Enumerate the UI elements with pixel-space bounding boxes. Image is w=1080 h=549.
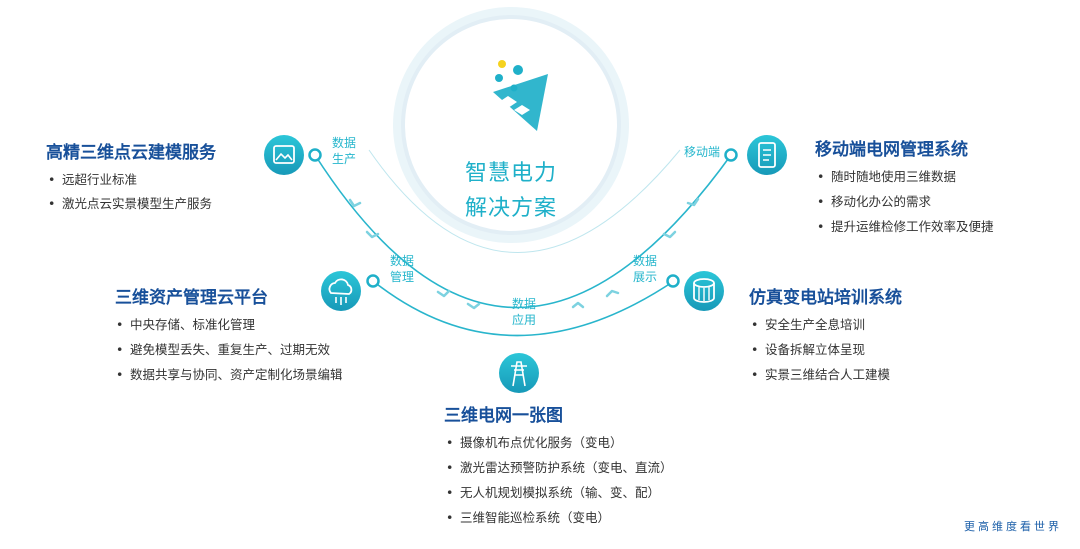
training-title: 仿真变电站培训系统 [749, 287, 902, 308]
stage-label-application-2: 应用 [512, 312, 536, 327]
brand-logo-icon [493, 60, 548, 131]
cloud-server-icon [321, 271, 361, 311]
bullet-marker: • [446, 485, 453, 500]
bullet-marker: • [751, 317, 758, 332]
mobile-system-bullet-2: 移动化办公的需求 [831, 194, 932, 209]
bullet-marker: • [446, 435, 453, 450]
mobile-document-icon [747, 135, 787, 175]
bullet-marker: • [116, 317, 123, 332]
point-cloud-title: 高精三维点云建模服务 [46, 142, 217, 163]
bullet-marker: • [116, 342, 123, 357]
inner-arc [372, 280, 675, 337]
mobile-system-title: 移动端电网管理系统 [815, 139, 968, 160]
substation-cylinder-icon [684, 271, 724, 311]
stage-label-display-2: 展示 [633, 270, 657, 284]
bullet-marker: • [817, 169, 824, 184]
point-cloud-bullet-2: 激光点云实景模型生产服务 [62, 196, 212, 211]
asset-cloud-bullet-3: 数据共享与协同、资产定制化场景编辑 [130, 367, 343, 382]
asset-cloud-title: 三维资产管理云平台 [115, 287, 268, 308]
terrain-map-icon [264, 135, 304, 175]
arc-nodes [308, 148, 738, 288]
center-title-line1: 智慧电力 [465, 161, 557, 186]
stage-label-application-1: 数据 [512, 296, 536, 311]
training-bullet-2: 设备拆解立体呈现 [765, 342, 865, 357]
mobile-system-bullet-3: 提升运维检修工作效率及便捷 [831, 219, 994, 234]
center-title-line2: 解决方案 [465, 196, 557, 221]
bullet-marker: • [446, 460, 453, 475]
grid-map-bullet-3: 无人机规划模拟系统（输、变、配） [460, 485, 660, 500]
bullet-marker: • [751, 342, 758, 357]
stage-label-display-1: 数据 [633, 253, 657, 268]
outer-arc [314, 154, 732, 309]
grid-map-title: 三维电网一张图 [444, 405, 563, 426]
training-bullet-1: 安全生产全息培训 [765, 317, 865, 332]
center-circle [393, 7, 629, 243]
grid-map-bullet-4: 三维智能巡检系统（变电） [460, 510, 610, 525]
bullet-marker: • [48, 196, 55, 211]
bullet-marker: • [817, 219, 824, 234]
bullet-marker: • [751, 367, 758, 382]
asset-cloud-bullet-2: 避免模型丢失、重复生产、过期无效 [130, 342, 331, 357]
training-bullet-3: 实景三维结合人工建模 [765, 367, 891, 382]
bullet-marker: • [446, 510, 453, 525]
grid-map-bullet-2: 激光雷达预警防护系统（变电、直流） [460, 460, 673, 475]
bullet-marker: • [48, 172, 55, 187]
power-tower-icon [499, 353, 539, 393]
stage-label-management-1: 数据 [390, 253, 414, 268]
stage-label-management-2: 管理 [390, 269, 414, 284]
point-cloud-bullet-1: 远超行业标准 [62, 172, 137, 187]
flow-chevrons [348, 197, 700, 310]
stage-label-production-1: 数据 [332, 135, 356, 150]
grid-map-bullet-1: 摄像机布点优化服务（变电） [460, 435, 623, 450]
mid-arc [368, 149, 681, 253]
asset-cloud-bullet-1: 中央存储、标准化管理 [130, 317, 256, 332]
stage-label-mobile: 移动端 [684, 145, 720, 159]
mobile-system-bullet-1: 随时随地使用三维数据 [831, 169, 956, 184]
stage-label-production-2: 生产 [332, 152, 356, 166]
slogan: 更高维度看世界 [964, 519, 1062, 533]
bullet-marker: • [116, 367, 123, 382]
bullet-marker: • [817, 194, 824, 209]
